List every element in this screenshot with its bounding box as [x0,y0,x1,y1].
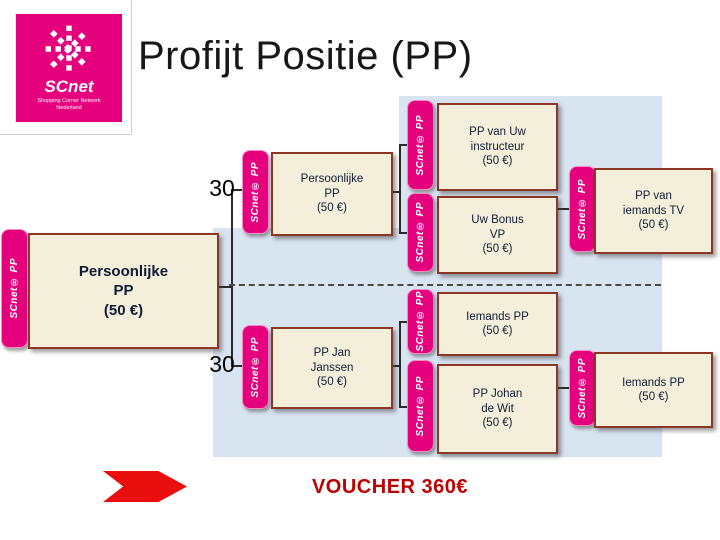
logo-brand: SCnet [44,77,94,96]
snowflake-icon [45,25,93,73]
box-persoonlijke-pp: Persoonlijke PP (50 €) [271,152,393,236]
scnet-pp-tab-jan: SCnet® PP [242,325,269,409]
scnet-pp-tab-bonus: SCnet® PP [407,193,434,272]
connector-line [555,387,570,389]
scnet-pp-tab-label: SCnet® PP [250,161,261,223]
connector-line [390,365,400,367]
scnet-pp-tab-main: SCnet® PP [1,229,28,348]
connector-line [231,189,233,367]
box-iemands-pp-bottom: Iemands PP (50 €) [594,352,713,428]
scnet-pp-tab-tv: SCnet® PP [569,166,596,252]
scnet-pp-tab-label: SCnet® PP [9,258,20,319]
box-pp-johan-de-wit: PP Johan de Wit (50 €) [437,364,558,454]
connector-line [399,144,401,234]
logo-divider-horizontal [0,134,131,135]
connector-line [232,189,243,191]
scnet-logo: SCnet Shopping Corner Network Nederland [16,14,122,122]
connector-line [400,232,408,234]
box-pp-van-iemands-tv: PP van iemands TV (50 €) [594,168,713,254]
scnet-pp-tab-label: SCnet® PP [415,291,426,352]
connector-line [400,321,408,323]
count-top: 30 [209,175,235,201]
box-pp-van-uw-instructeur: PP van Uw instructeur (50 €) [437,103,558,191]
scnet-pp-tab-iemands-top: SCnet® PP [407,289,434,354]
scnet-pp-tab-label: SCnet® PP [415,114,426,176]
scnet-pp-tab-johan: SCnet® PP [407,360,434,452]
box-pp-jan-janssen: PP Jan Janssen (50 €) [271,327,393,409]
logo-tagline: Shopping Corner Network Nederland [37,98,101,112]
connector-line [390,191,400,193]
voucher-text: VOUCHER 360€ [311,476,469,498]
scnet-pp-tab-label: SCnet® PP [577,357,588,419]
scnet-pp-tab-label: SCnet® PP [415,202,426,263]
box-iemands-pp-top: Iemands PP (50 €) [437,292,558,356]
scnet-pp-tab-label: SCnet® PP [577,178,588,240]
dashed-separator-line [229,284,661,286]
scnet-pp-tab-instructor: SCnet® PP [407,100,434,190]
scnet-pp-tab-label: SCnet® PP [250,336,261,398]
right-arrow-icon [103,471,187,502]
scnet-pp-tab-label: SCnet® PP [415,375,426,437]
connector-line [399,321,401,408]
connector-line [400,406,408,408]
connector-line [555,208,570,210]
box-persoonlijke-pp-main: Persoonlijke PP (50 €) [28,233,219,349]
scnet-pp-tab-iemands-bottom: SCnet® PP [569,350,596,426]
count-bottom: 30 [209,351,235,377]
slide-title: Profijt Positie (PP) [138,34,473,78]
scnet-pp-tab-personal: SCnet® PP [242,150,269,234]
box-uw-bonus-vp: Uw Bonus VP (50 €) [437,196,558,274]
logo-divider-vertical [131,0,132,134]
connector-line [232,365,243,367]
connector-line [217,286,232,288]
connector-line [400,144,408,146]
